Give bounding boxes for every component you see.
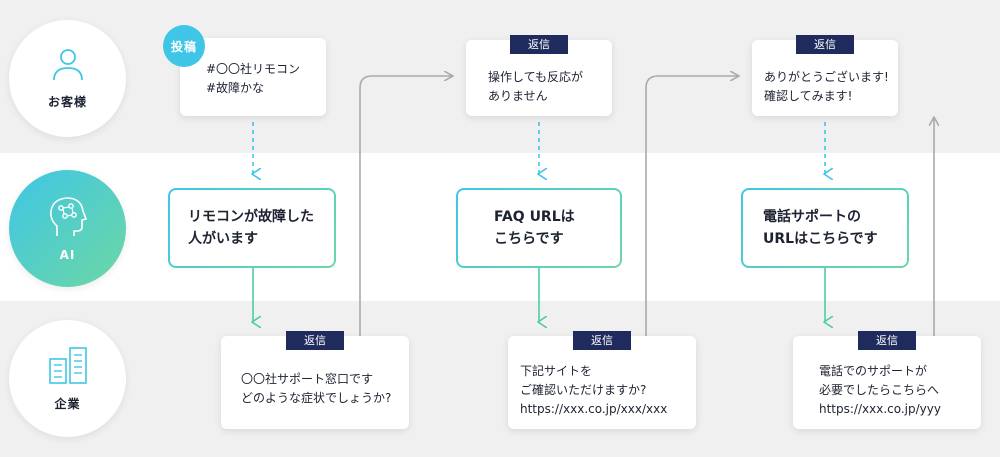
ai-lane-label: AI [59, 247, 76, 262]
ai-message-3-text: 電話サポートの URLはこちらです [743, 190, 907, 266]
company-reply-3-text: 電話でのサポートが 必要でしたらこちらへ https://xxx.co.jp/y… [819, 364, 941, 416]
company-lane-label: 企業 [54, 397, 81, 411]
company-reply-3: 返信 電話でのサポートが 必要でしたらこちらへ https://xxx.co.j… [793, 331, 981, 429]
customer-post-2: 返信 操作しても反応が ありません [466, 35, 612, 116]
reply-tag: 返信 [858, 331, 916, 350]
customer-lane-label: お客様 [47, 95, 87, 109]
post-badge: 投稿 [163, 25, 205, 67]
person-icon [52, 49, 83, 81]
ai-message-1: リモコンが故障した 人がいます [168, 188, 336, 268]
ai-head-icon [49, 196, 87, 236]
arrow-reply-to-customer-2 [645, 76, 738, 336]
company-reply-1: 返信 〇〇社サポート窓口です どのような症状でしょうか? [221, 331, 409, 429]
ai-message-3: 電話サポートの URLはこちらです [741, 188, 909, 268]
customer-post-3: 返信 ありがとうございます! 確認してみます! [752, 35, 898, 116]
company-reply-2-text: 下記サイトを ご確認いただけますか? https://xxx.co.jp/xxx… [520, 364, 668, 416]
customer-post-2-text: 操作しても反応が ありません [488, 70, 584, 103]
ai-message-2: FAQ URLは こちらです [456, 188, 622, 268]
building-icon [48, 347, 87, 384]
ai-message-2-text: FAQ URLは こちらです [458, 190, 620, 266]
company-lane-circle: 企業 [9, 320, 126, 437]
reply-tag: 返信 [573, 331, 631, 350]
customer-post-1-text: #〇〇社リモコン #故障かな [206, 62, 301, 95]
customer-post-3-text: ありがとうございます! 確認してみます! [764, 70, 889, 103]
reply-tag: 返信 [286, 331, 344, 350]
company-reply-1-text: 〇〇社サポート窓口です どのような症状でしょうか? [241, 372, 392, 405]
arrow-reply-to-customer-1 [359, 76, 452, 336]
company-reply-2: 返信 下記サイトを ご確認いただけますか? https://xxx.co.jp/… [508, 331, 696, 429]
customer-lane-circle: お客様 [9, 20, 126, 137]
ai-message-1-text: リモコンが故障した 人がいます [170, 190, 334, 266]
reply-tag: 返信 [510, 35, 568, 54]
ai-lane-circle: AI [9, 170, 126, 287]
reply-tag: 返信 [796, 35, 854, 54]
